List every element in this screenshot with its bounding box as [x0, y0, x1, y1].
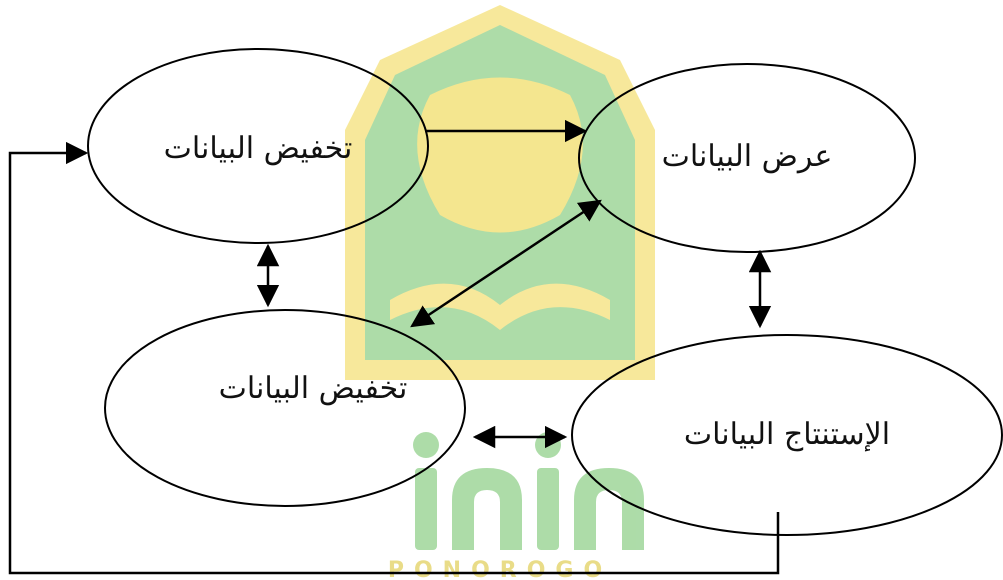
node-data-conclusion: الإستنتاج البيانات	[571, 334, 1003, 536]
node-label: الإستنتاج البيانات	[684, 417, 890, 452]
watermark-subtitle: PONOROGO	[388, 558, 612, 580]
arrow-feedback-loop	[8, 141, 780, 575]
node-data-reduction-top: تخفيض البيانات	[87, 48, 429, 244]
node-label: تخفيض البيانات	[164, 131, 353, 166]
node-ellipse	[578, 63, 916, 253]
node-data-display: عرض البيانات	[578, 63, 916, 253]
node-ellipse	[104, 309, 466, 507]
node-data-reduction-bottom: تخفيض البيانات	[104, 309, 466, 507]
node-ellipse	[571, 334, 1003, 536]
watermark-calligraphy	[417, 77, 583, 233]
connectors	[8, 119, 780, 575]
node-label: تخفيض البيانات	[219, 371, 408, 406]
node-ellipse	[87, 48, 429, 244]
arrow-display-to-bottom-reduction	[410, 199, 602, 328]
node-label: عرض البيانات	[662, 139, 833, 174]
iain-ponorogo-watermark: PONOROGO	[345, 5, 655, 580]
